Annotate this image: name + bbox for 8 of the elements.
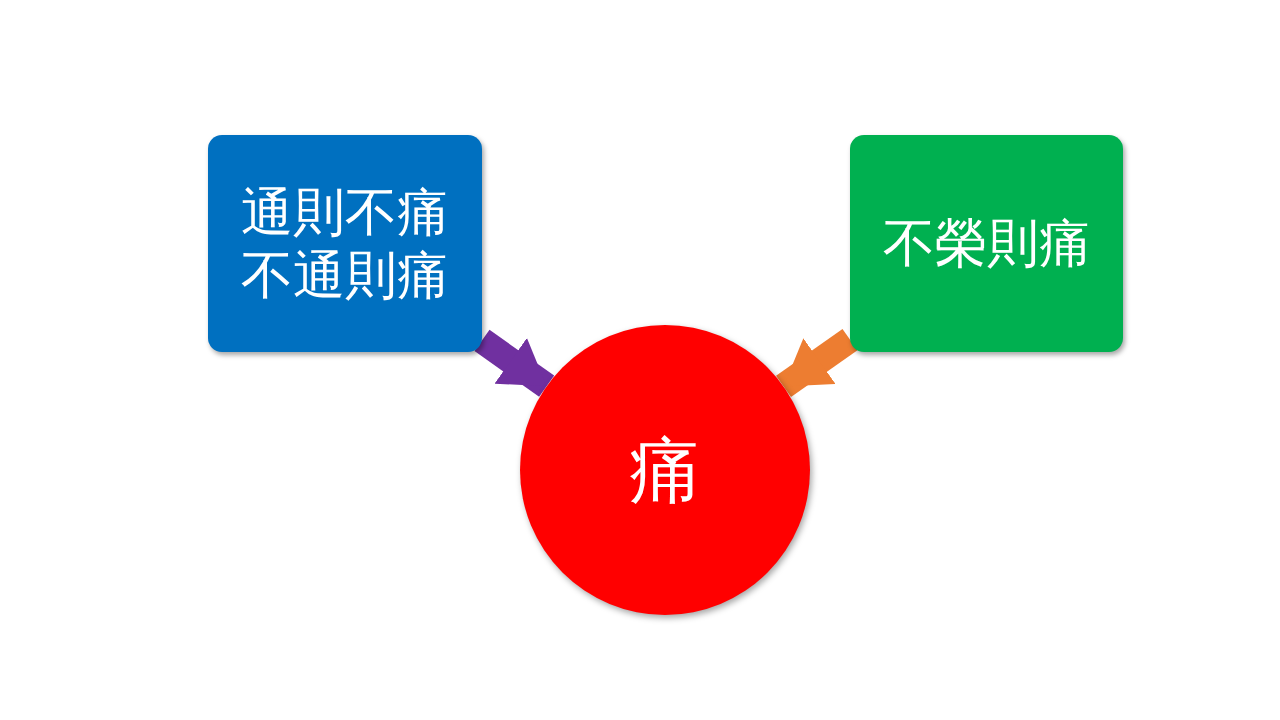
- process-box: [208, 135, 482, 352]
- node-text: 不榮則痛: [882, 212, 1091, 275]
- node-text: 通則不痛: [241, 181, 449, 244]
- block-arrow: [474, 329, 555, 397]
- node-text: 痛: [629, 426, 701, 514]
- node-text: 不通則痛: [241, 243, 449, 306]
- process-box: [850, 135, 1123, 352]
- block-arrow: [776, 329, 858, 398]
